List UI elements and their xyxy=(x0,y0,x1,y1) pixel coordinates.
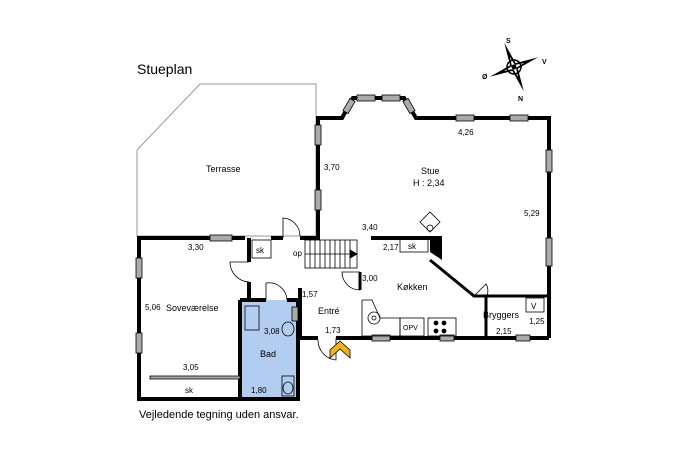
label-opv: OPV xyxy=(403,325,418,332)
room-stue: Stue xyxy=(421,166,440,176)
room-stue-height: H : 2,34 xyxy=(413,178,445,188)
dim-125: 1,25 xyxy=(529,317,545,326)
dim-340: 3,40 xyxy=(362,223,378,232)
dim-426: 4,26 xyxy=(458,128,474,137)
room-bryggers: Bryggers xyxy=(483,310,520,320)
fixtures xyxy=(244,211,545,397)
compass-rose: S V N Ø xyxy=(482,38,547,103)
terrace-outline xyxy=(136,83,317,237)
label-op: op xyxy=(293,249,302,258)
dim-180: 1,80 xyxy=(251,386,267,395)
doors xyxy=(229,217,489,361)
dim-370: 3,70 xyxy=(324,163,340,172)
chimney xyxy=(430,236,442,260)
dim-300: 3,00 xyxy=(362,274,378,283)
room-koekken: Køkken xyxy=(397,282,428,292)
label-sk-stue: sk xyxy=(408,242,417,251)
windows xyxy=(135,94,553,380)
plan-title: Stueplan xyxy=(137,61,192,77)
compass-o: Ø xyxy=(482,74,488,81)
entrance-arrow-icon xyxy=(329,340,351,359)
dim-157: 1,57 xyxy=(302,290,318,299)
compass-s: S xyxy=(506,38,511,45)
room-bad: Bad xyxy=(260,349,276,359)
label-sk-bedroom: sk xyxy=(185,386,194,395)
room-terrasse: Terrasse xyxy=(206,164,241,174)
room-entre: Entré xyxy=(318,306,340,316)
compass-v: V xyxy=(542,59,547,66)
dim-215: 2,15 xyxy=(496,327,512,336)
compass-n: N xyxy=(518,96,523,103)
dim-217: 2,17 xyxy=(383,243,399,252)
staircase xyxy=(304,239,358,269)
room-sovevaerelse: Soveværelse xyxy=(166,303,219,313)
dim-529: 5,29 xyxy=(524,209,540,218)
dim-305: 3,05 xyxy=(183,363,199,372)
dim-173: 1,73 xyxy=(325,326,341,335)
dim-308: 3,08 xyxy=(264,327,280,336)
dim-330: 3,30 xyxy=(188,243,204,252)
footer-disclaimer: Vejledende tegning uden ansvar. xyxy=(139,409,299,421)
dim-506: 5,06 xyxy=(145,303,161,312)
label-v: V xyxy=(531,302,537,311)
label-sk-corridor: sk xyxy=(256,246,265,255)
